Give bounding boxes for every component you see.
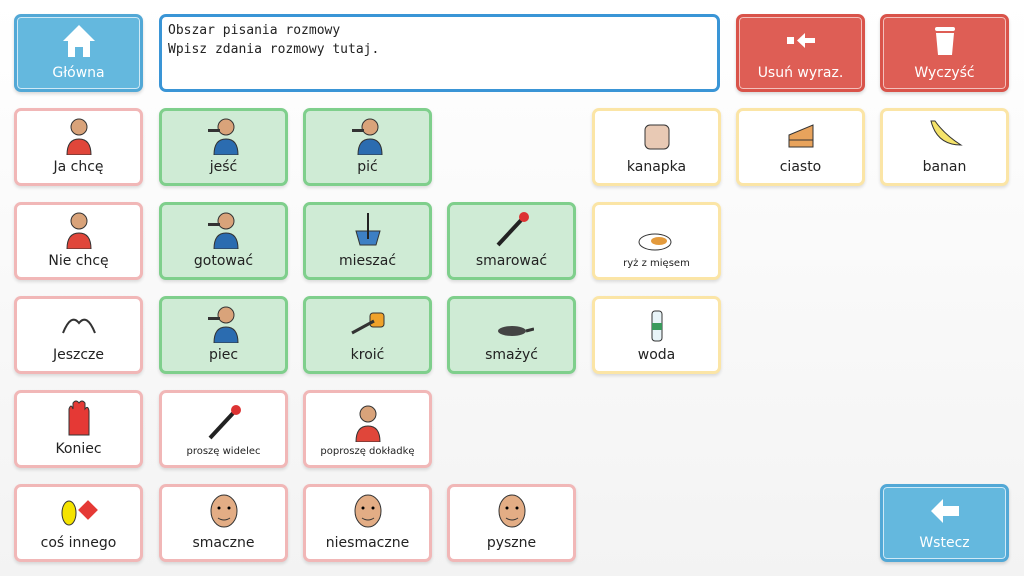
- mixing-icon: [354, 213, 381, 246]
- fork-icon: [202, 402, 246, 442]
- cutting-icon: [350, 312, 384, 335]
- tile-niesmaczne[interactable]: niesmaczne: [303, 484, 432, 562]
- tile-jeszcze[interactable]: Jeszcze: [14, 296, 143, 374]
- tile-pic[interactable]: pić: [303, 108, 432, 186]
- tile-label: Jeszcze: [52, 347, 105, 363]
- home-button[interactable]: Główna: [14, 14, 143, 92]
- delete-word-label: Usuń wyraz.: [757, 65, 844, 81]
- back-label: Wstecz: [919, 535, 970, 551]
- tile-prosze-widelec[interactable]: proszę widelec: [159, 390, 288, 468]
- tile-label: niesmaczne: [325, 535, 410, 551]
- person-icon: [57, 115, 101, 155]
- tile-ryz-z-miesem[interactable]: ryż z mięsem: [592, 202, 721, 280]
- tile-pyszne[interactable]: pyszne: [447, 484, 576, 562]
- tile-nie-chce[interactable]: Nie chcę: [14, 202, 143, 280]
- banana-icon: [929, 120, 963, 146]
- tile-label: poproszę dokładkę: [320, 446, 415, 457]
- stop-hand-icon: [68, 400, 89, 436]
- tile-label: coś innego: [40, 535, 117, 551]
- message-line-1: Obszar pisania rozmowy: [168, 23, 341, 38]
- tile-label: kroić: [350, 347, 385, 363]
- home-icon: [62, 25, 95, 57]
- delicious-face-icon: [490, 491, 534, 531]
- tile-label: pyszne: [486, 535, 537, 551]
- back-button[interactable]: Wstecz: [880, 484, 1009, 562]
- person-plate-icon: [346, 402, 390, 442]
- frying-pan-icon: [497, 326, 534, 336]
- arrow-left-icon: [930, 499, 959, 523]
- cooking-icon: [202, 209, 246, 249]
- tile-label: proszę widelec: [186, 446, 261, 457]
- hands-icon: [61, 318, 96, 334]
- tile-label: gotować: [193, 253, 254, 269]
- tile-smarowac[interactable]: smarować: [447, 202, 576, 280]
- trash-icon: [934, 27, 955, 55]
- disgusted-face-icon: [346, 491, 390, 531]
- cake-icon: [788, 124, 813, 148]
- tile-label: pić: [357, 159, 378, 175]
- sandwich-icon: [635, 115, 679, 155]
- tile-label: woda: [637, 347, 676, 363]
- tile-smazyc[interactable]: smażyć: [447, 296, 576, 374]
- tile-kroic[interactable]: kroić: [303, 296, 432, 374]
- backspace-icon: [786, 33, 815, 48]
- tile-label: smażyć: [485, 347, 538, 363]
- drinking-icon: [346, 115, 390, 155]
- happy-face-icon: [202, 491, 246, 531]
- clear-label: Wyczyść: [914, 65, 975, 81]
- tile-cos-innego[interactable]: coś innego: [14, 484, 143, 562]
- tile-poprosze-dokladke[interactable]: poproszę dokładkę: [303, 390, 432, 468]
- tile-label: Nie chcę: [48, 253, 109, 269]
- tile-koniec[interactable]: Koniec: [14, 390, 143, 468]
- tile-piec[interactable]: piec: [159, 296, 288, 374]
- spreading-icon: [490, 209, 534, 249]
- person-icon: [57, 209, 101, 249]
- tile-label: Koniec: [55, 441, 102, 457]
- tile-banan[interactable]: banan: [880, 108, 1009, 186]
- tile-label: mieszać: [338, 253, 397, 269]
- clear-button[interactable]: Wyczyść: [880, 14, 1009, 92]
- message-line-2: Wpisz zdania rozmowy tutaj.: [168, 42, 380, 57]
- tile-label: smaczne: [192, 535, 255, 551]
- tile-gotowac[interactable]: gotować: [159, 202, 288, 280]
- tile-label: Ja chcę: [53, 159, 104, 175]
- oven-icon: [202, 303, 246, 343]
- delete-word-button[interactable]: Usuń wyraz.: [736, 14, 865, 92]
- tile-woda[interactable]: woda: [592, 296, 721, 374]
- tile-label: kanapka: [626, 159, 687, 175]
- tile-ja-chce[interactable]: Ja chcę: [14, 108, 143, 186]
- tile-label: jeść: [209, 159, 238, 175]
- message-area[interactable]: Obszar pisania rozmowy Wpisz zdania rozm…: [159, 14, 720, 92]
- tile-label: smarować: [475, 253, 548, 269]
- tile-mieszac[interactable]: mieszać: [303, 202, 432, 280]
- shapes-icon: [61, 500, 98, 526]
- tile-ciasto[interactable]: ciasto: [736, 108, 865, 186]
- eating-icon: [202, 115, 246, 155]
- tile-smaczne[interactable]: smaczne: [159, 484, 288, 562]
- tile-jesc[interactable]: jeść: [159, 108, 288, 186]
- tile-label: ryż z mięsem: [623, 258, 690, 269]
- tile-label: banan: [922, 159, 967, 175]
- tile-label: piec: [208, 347, 239, 363]
- tile-kanapka[interactable]: kanapka: [592, 108, 721, 186]
- tile-label: ciasto: [779, 159, 822, 175]
- home-label: Główna: [52, 65, 105, 81]
- water-bottle-icon: [651, 310, 662, 342]
- rice-meat-icon: [638, 233, 671, 251]
